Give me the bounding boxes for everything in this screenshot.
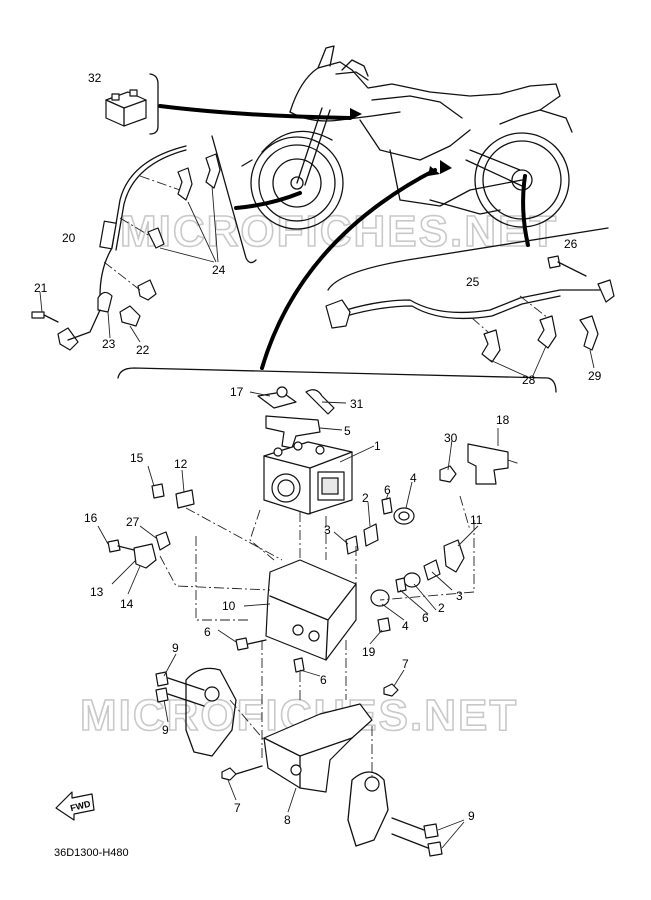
lower-bracket-group — [155, 667, 443, 857]
callout-21: 21 — [34, 281, 48, 295]
callout-14: 14 — [120, 597, 134, 611]
callout-28: 28 — [522, 373, 536, 387]
callout-9-right: 9 — [468, 809, 475, 823]
fwd-arrow-icon: FWD — [55, 791, 95, 821]
callout-16: 16 — [84, 511, 98, 525]
callout-32: 32 — [88, 71, 102, 85]
callout-6-left: 6 — [204, 625, 211, 639]
callout-26: 26 — [564, 237, 578, 251]
callout-9-upper: 9 — [172, 641, 179, 655]
callout-6-upper: 6 — [384, 483, 391, 497]
callout-11: 11 — [470, 513, 483, 527]
callout-5: 5 — [344, 424, 351, 438]
connector-32-group — [105, 73, 159, 135]
callout-2-upper: 2 — [362, 491, 369, 505]
callout-6-lower: 6 — [422, 611, 429, 625]
callout-18: 18 — [496, 413, 510, 427]
callout-6-bottom: 6 — [320, 673, 327, 687]
callout-27: 27 — [126, 515, 140, 529]
callout-leaders — [97, 391, 499, 849]
callout-7-upper: 7 — [402, 657, 409, 671]
callout-10: 10 — [222, 599, 236, 613]
watermark-top: MICROFICHES.NET — [120, 207, 558, 256]
callout-4-upper: 4 — [410, 471, 417, 485]
callout-3-upper: 3 — [324, 523, 331, 537]
callout-22: 22 — [136, 343, 150, 357]
callout-15: 15 — [130, 451, 144, 465]
callout-19: 19 — [362, 645, 376, 659]
leader-rear-sensor — [521, 174, 530, 247]
callout-17: 17 — [230, 385, 244, 399]
callout-31: 31 — [350, 397, 364, 411]
callout-3-lower: 3 — [456, 589, 463, 603]
callout-29: 29 — [588, 369, 602, 383]
callout-9-middle: 9 — [162, 723, 169, 737]
leader-front-sensor — [234, 191, 302, 210]
callout-30: 30 — [444, 431, 458, 445]
front-sensor-group — [31, 135, 257, 351]
callout-4-lower: 4 — [402, 619, 409, 633]
callout-2-lower: 2 — [438, 601, 445, 615]
callout-20: 20 — [62, 231, 76, 245]
callout-1: 1 — [374, 439, 381, 453]
callout-8: 8 — [284, 813, 291, 827]
callout-23: 23 — [102, 337, 116, 351]
abs-unit-group — [107, 386, 521, 760]
callout-24: 24 — [212, 263, 226, 277]
section-bracket — [117, 367, 557, 393]
callout-25: 25 — [466, 275, 480, 289]
diagram-code: 36D1300-H480 — [54, 847, 129, 859]
callout-numbers: 32 20 21 23 22 24 26 25 28 29 17 31 5 1 … — [34, 71, 602, 827]
fwd-label: FWD — [69, 798, 92, 813]
rear-sensor-group — [325, 227, 615, 379]
leader-abs-unit — [260, 168, 437, 370]
callout-13: 13 — [90, 585, 104, 599]
callout-7-lower: 7 — [234, 801, 241, 815]
callout-12: 12 — [174, 457, 188, 471]
leader-front-connector — [158, 104, 352, 120]
motorcycle-illustration — [250, 45, 573, 230]
